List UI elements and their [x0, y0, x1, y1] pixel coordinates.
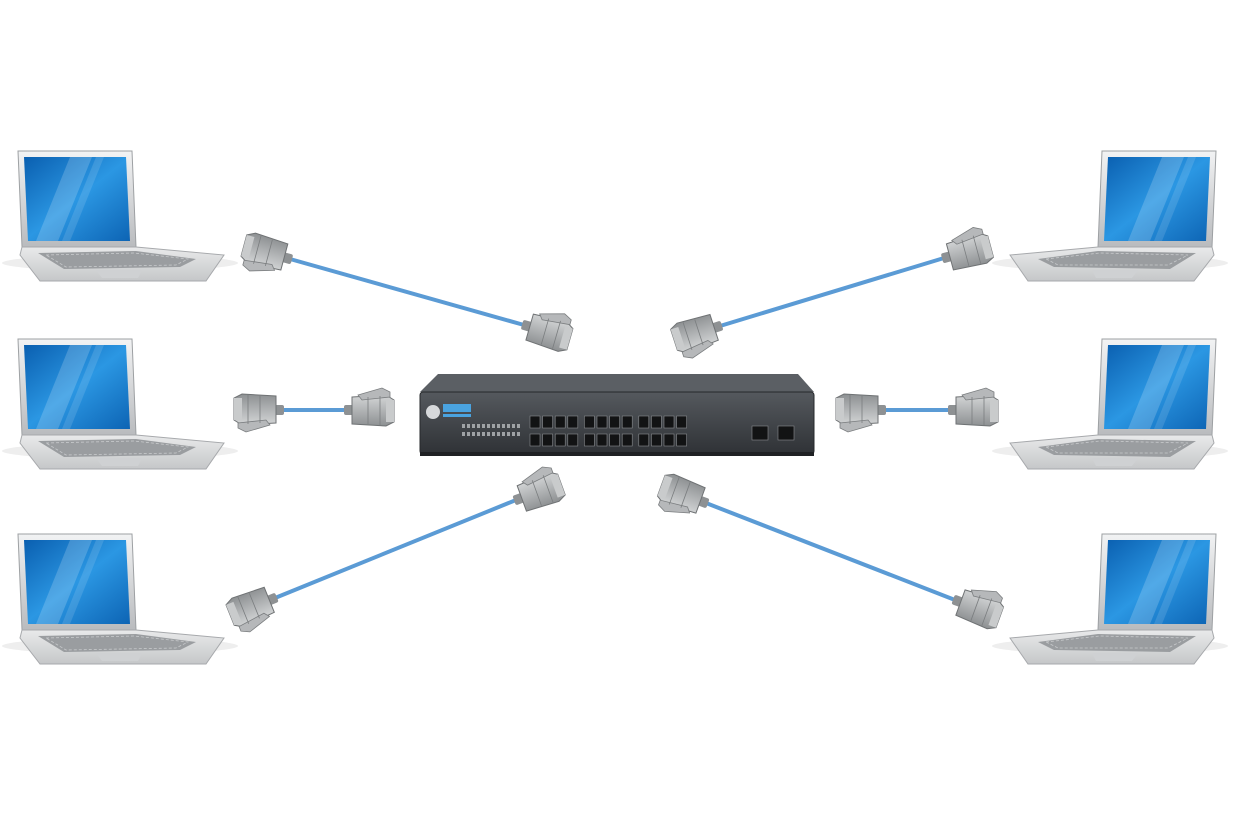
rj45-connector-icon: [935, 223, 996, 275]
cables: [274, 256, 956, 602]
switch-port: [609, 433, 620, 447]
port-led: [487, 432, 490, 436]
switch-port: [609, 415, 620, 429]
switch-port: [567, 433, 579, 447]
laptop-icon: [1, 150, 239, 282]
cable-right-bottom: [705, 501, 956, 602]
port-led: [502, 432, 505, 436]
port-led: [482, 424, 485, 428]
port-led: [497, 432, 500, 436]
switch-port: [663, 415, 675, 429]
switch-port: [638, 415, 650, 429]
switch-port: [596, 433, 608, 447]
rj45-connector-icon: [506, 462, 568, 517]
switch-port: [554, 415, 566, 429]
network-switch-icon: [419, 374, 815, 456]
laptop-right-middle: [991, 338, 1229, 470]
port-led: [462, 424, 465, 428]
switch-port: [567, 415, 579, 429]
port-led: [477, 432, 480, 436]
port-led: [472, 432, 475, 436]
switch-port: [596, 415, 608, 429]
switch-port: [621, 433, 633, 447]
rj45-connector-icon: [947, 578, 1009, 632]
switch-port: [529, 415, 541, 429]
port-led: [477, 424, 480, 428]
switch-port: [676, 415, 687, 429]
port-led: [482, 432, 485, 436]
laptop-icon: [1, 533, 239, 665]
port-led: [517, 432, 520, 436]
switch-port: [663, 433, 675, 447]
laptop-left-top: [1, 150, 239, 282]
switch-port: [542, 433, 553, 447]
laptop-left-bottom: [1, 533, 239, 665]
port-led: [517, 424, 520, 428]
port-led: [492, 424, 495, 428]
port-led: [507, 432, 510, 436]
switch-port: [584, 415, 595, 429]
laptop-right-top: [991, 150, 1229, 282]
port-led: [492, 432, 495, 436]
hp-logo-icon: [426, 405, 440, 419]
rj45-connector-icon: [237, 230, 297, 282]
port-led: [497, 424, 500, 428]
cable-left-bottom: [274, 498, 517, 600]
port-led: [507, 424, 510, 428]
rj45-connector-icon: [947, 387, 999, 427]
rj45-connector-icon: [668, 309, 730, 363]
rj45-connector-icon: [343, 387, 395, 427]
port-led: [487, 424, 490, 428]
port-led: [467, 424, 470, 428]
cable-right-top: [719, 256, 945, 328]
laptop-icon: [1, 338, 239, 470]
laptop-right-bottom: [991, 533, 1229, 665]
switch-port: [651, 415, 662, 429]
uplink-port: [751, 425, 769, 441]
switch-port: [584, 433, 595, 447]
switch-port: [651, 433, 662, 447]
laptop-left-middle: [1, 338, 239, 470]
port-led: [472, 424, 475, 428]
port-led: [467, 432, 470, 436]
network-switch: [419, 374, 815, 456]
rj45-connector-icon: [652, 471, 714, 525]
switch-port: [554, 433, 566, 447]
port-led: [512, 432, 515, 436]
laptop-icon: [991, 150, 1229, 282]
cable-left-top: [289, 257, 525, 327]
port-led: [462, 432, 465, 436]
rj45-connector-icon: [835, 393, 887, 433]
switch-port: [676, 433, 687, 447]
switch-port: [638, 433, 650, 447]
port-led: [512, 424, 515, 428]
rj45-connector-icon: [224, 581, 286, 637]
laptop-icon: [991, 533, 1229, 665]
switch-port: [529, 433, 541, 447]
switch-port: [621, 415, 633, 429]
port-led: [502, 424, 505, 428]
laptop-icon: [991, 338, 1229, 470]
rj45-connector-icon: [233, 393, 285, 433]
switch-port: [542, 415, 553, 429]
uplink-port: [777, 425, 795, 441]
rj45-connector-icon: [517, 302, 577, 355]
